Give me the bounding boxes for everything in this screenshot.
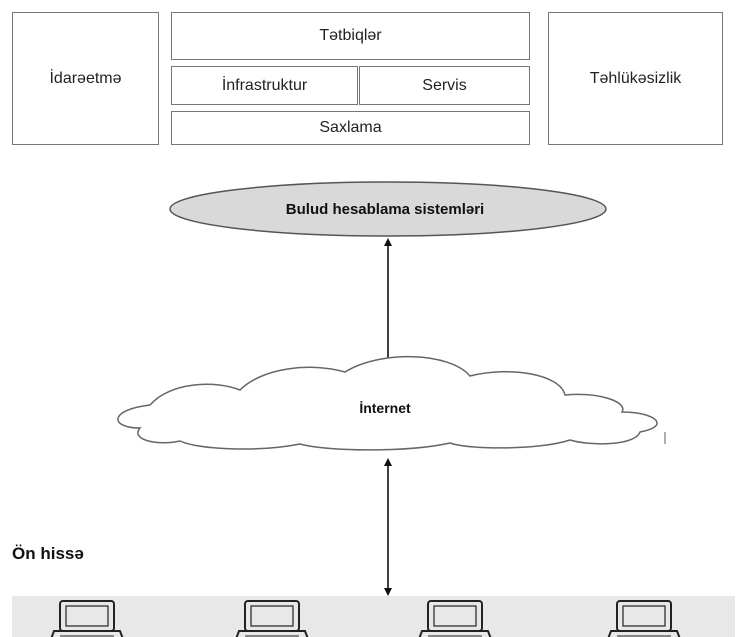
- laptop-icon: [607, 600, 681, 637]
- frontend-label: Ön hissə: [12, 544, 84, 563]
- internet-label: İnternet: [359, 400, 411, 416]
- applications-box: Tətbiqlər: [171, 12, 530, 60]
- service-label: Servis: [422, 76, 467, 94]
- management-box: İdarəetmə: [12, 12, 159, 145]
- security-box: Təhlükəsizlik: [548, 12, 723, 145]
- cloud-system-ellipse: [169, 181, 607, 237]
- infrastructure-label: İnfrastruktur: [221, 76, 308, 94]
- applications-label: Tətbiqlər: [319, 27, 382, 44]
- laptop-icon: [50, 600, 124, 637]
- security-label: Təhlükəsizlik: [589, 69, 682, 87]
- internet-cloud-shape: [117, 356, 658, 451]
- management-label: İdarəetmə: [49, 69, 122, 87]
- service-box: Servis: [359, 66, 530, 105]
- infrastructure-box: İnfrastruktur: [171, 66, 358, 105]
- cloud-system-label: Bulud hesablama sistemləri: [285, 200, 485, 218]
- storage-box: Saxlama: [171, 111, 530, 145]
- laptop-icon: [235, 600, 309, 637]
- laptop-icon: [418, 600, 492, 637]
- storage-label: Saxlama: [319, 119, 382, 136]
